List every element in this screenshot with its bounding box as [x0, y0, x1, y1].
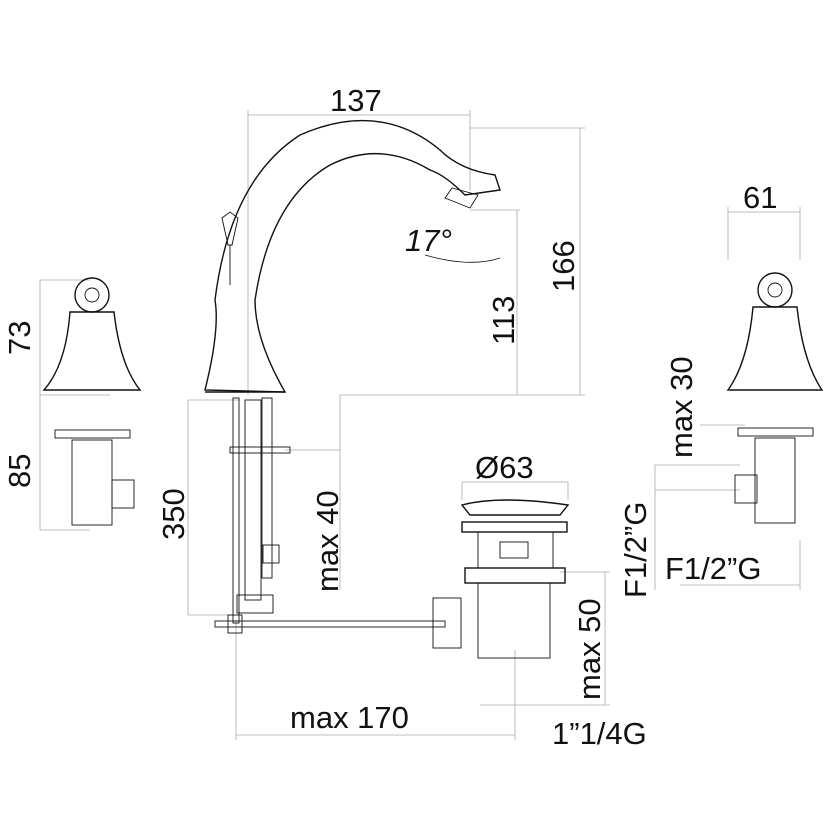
hose-assembly — [214, 397, 462, 649]
dim-max-40: max 40 — [310, 490, 345, 592]
dimension-lines — [39, 110, 801, 740]
dim-spout-angle: 17° — [405, 223, 452, 258]
dim-waste-thread: 1”1/4G — [552, 716, 647, 751]
dim-max-50: max 50 — [572, 598, 607, 700]
dim-handle-body: 85 — [2, 453, 37, 488]
dim-spout-height: 113 — [486, 295, 521, 345]
dim-inlet-vertical: F1/2”G — [618, 501, 653, 598]
spout — [204, 119, 501, 393]
dim-spout-reach: 137 — [330, 83, 382, 118]
right-handle — [726, 272, 824, 524]
left-handle — [42, 277, 142, 526]
pop-up-waste — [460, 499, 570, 659]
dim-overall-height: 166 — [546, 240, 581, 292]
dim-max-170: max 170 — [290, 700, 409, 735]
dim-waste-diameter: Ø63 — [475, 450, 534, 485]
dim-handle-width: 61 — [743, 180, 778, 215]
dim-max-30: max 30 — [664, 356, 699, 458]
dim-hose-length: 350 — [156, 488, 191, 540]
dim-handle-height: 73 — [2, 320, 37, 355]
dim-inlet-horizontal: F1/2”G — [665, 551, 762, 586]
